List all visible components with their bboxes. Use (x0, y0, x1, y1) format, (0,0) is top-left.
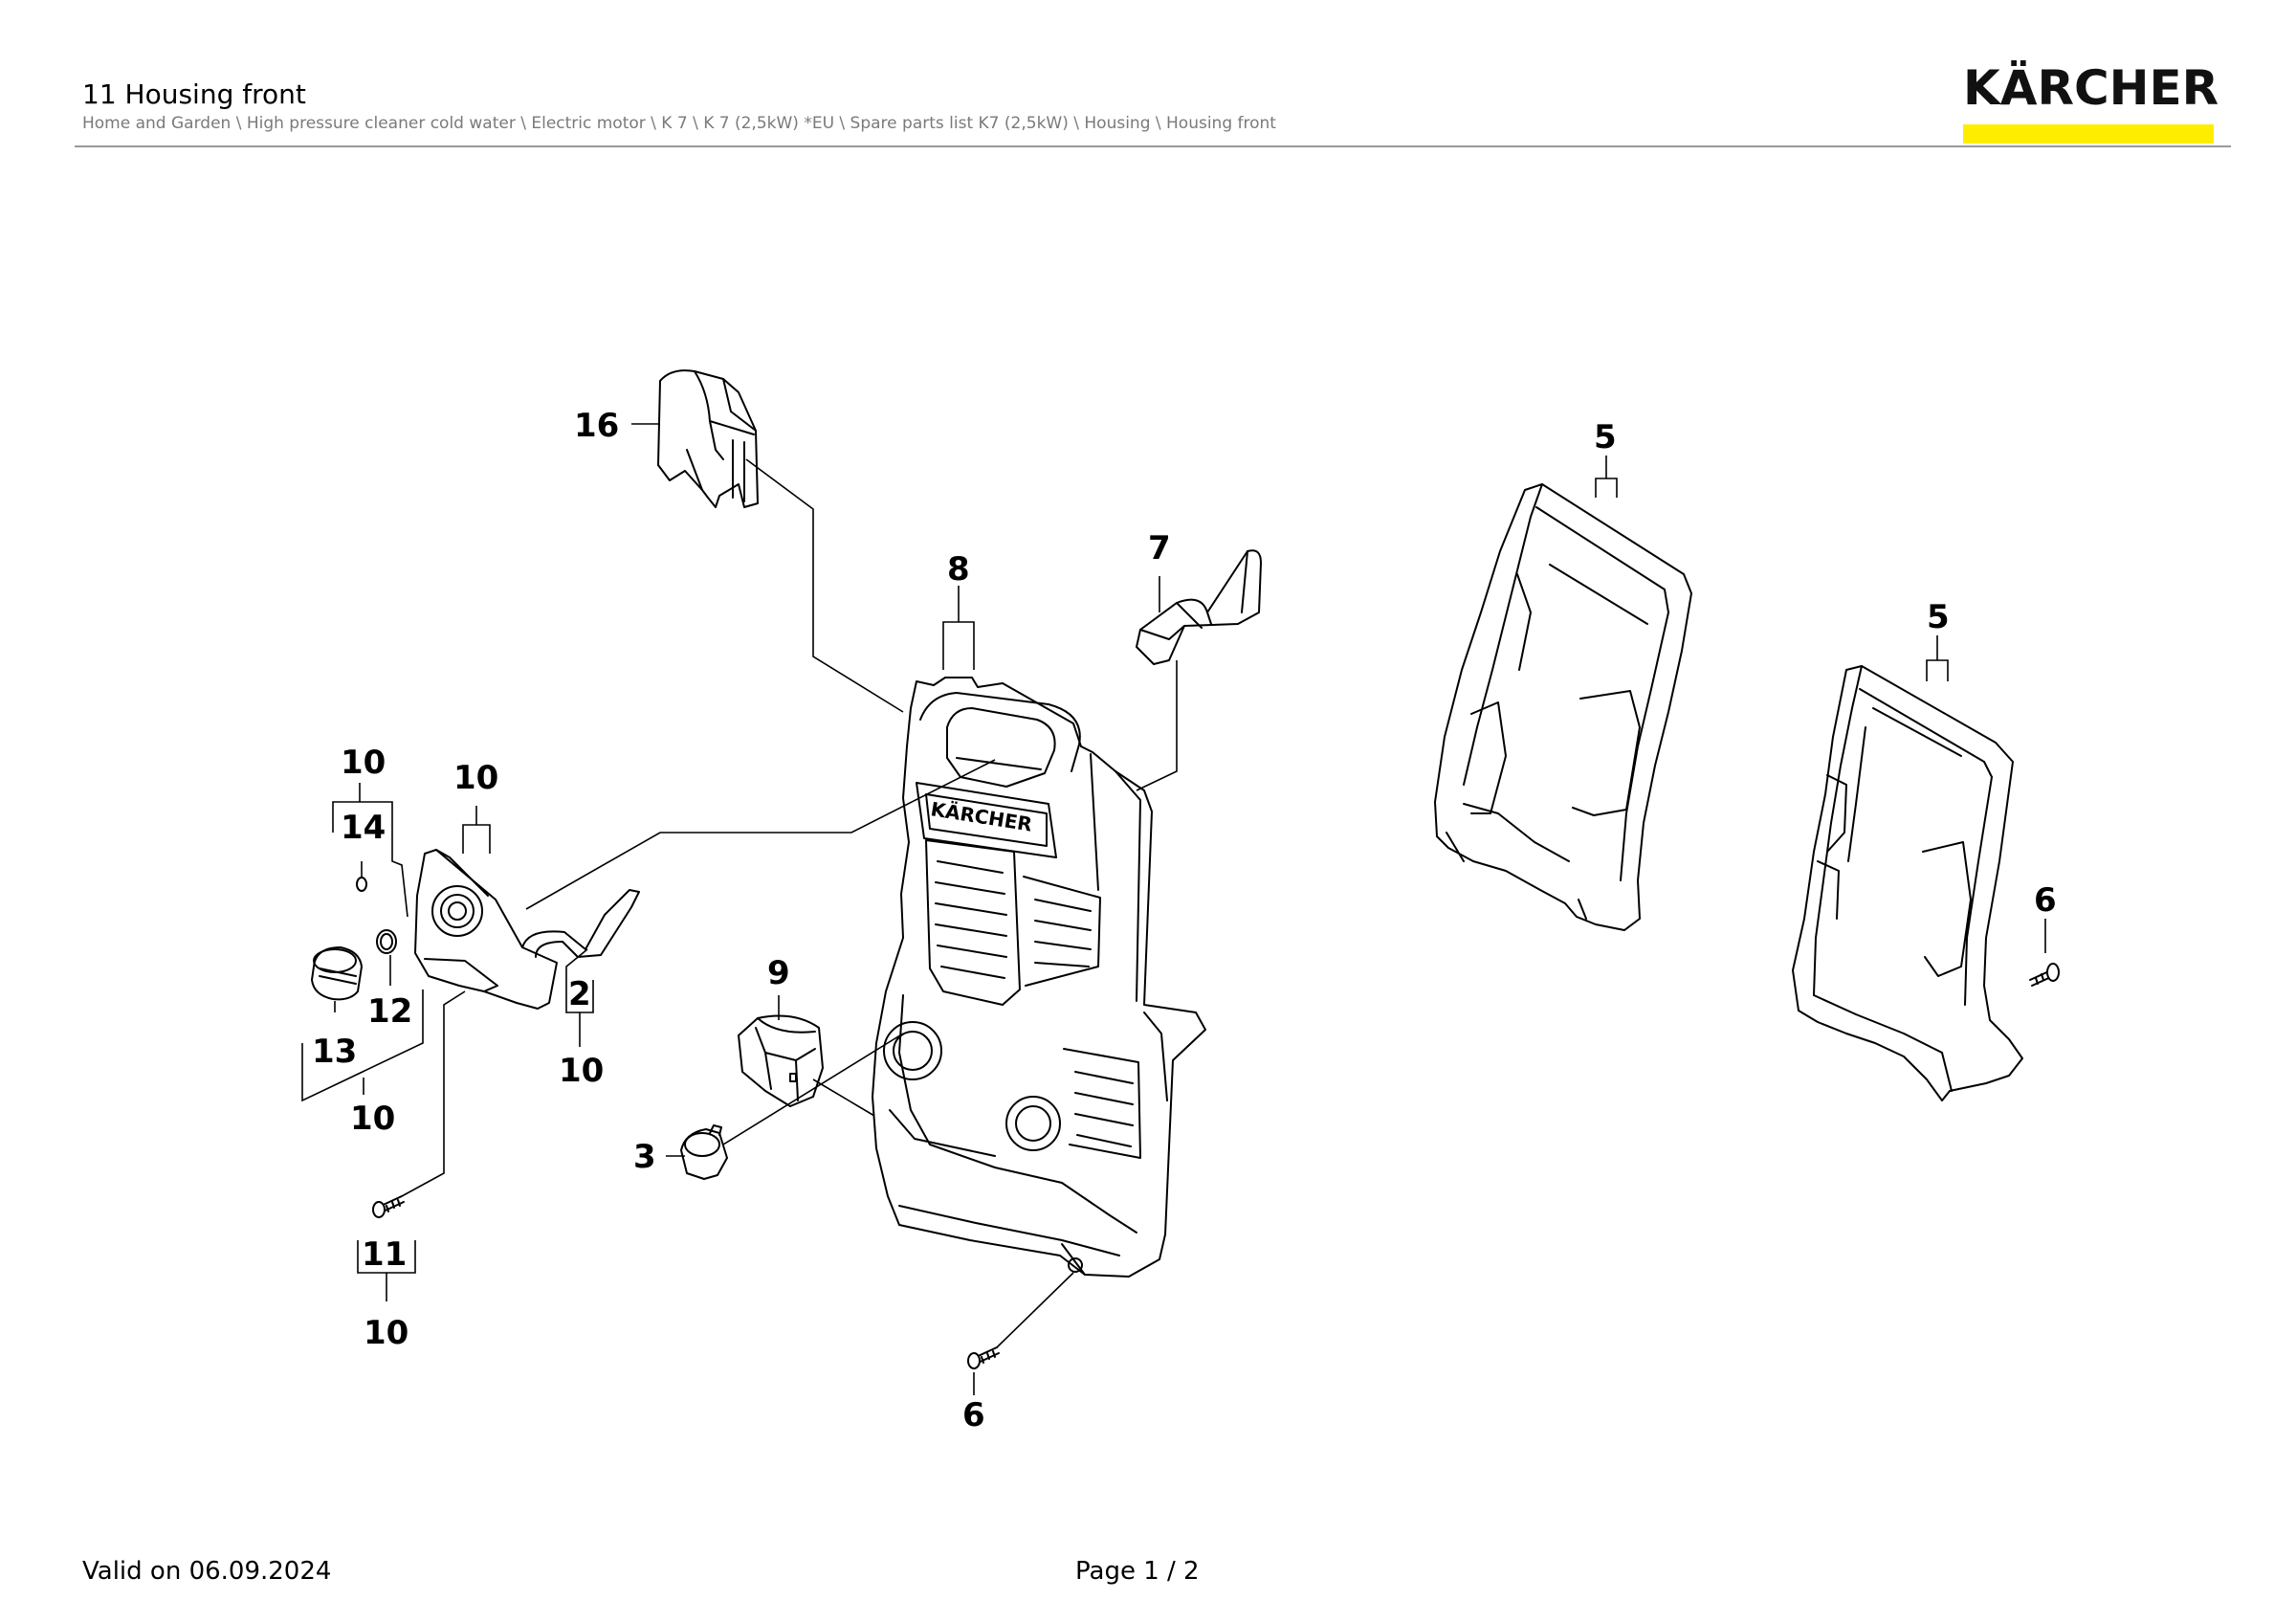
label-14: 14 (341, 809, 386, 847)
part-6-screw-center (967, 1346, 1000, 1369)
karcher-logo: KÄRCHER (1963, 60, 2219, 144)
page-title: 11 Housing front (82, 78, 306, 110)
leader-lines (301, 423, 2046, 1395)
label-10-top-left: 10 (341, 744, 386, 782)
label-8: 8 (947, 550, 970, 589)
label-6-right: 6 (2034, 881, 2057, 920)
label-7: 7 (1148, 529, 1171, 567)
valid-on-date: Valid on 06.09.2024 (82, 1557, 332, 1586)
part-11-screw (372, 1195, 405, 1218)
part-16-cover (657, 369, 759, 508)
label-12: 12 (367, 992, 412, 1031)
part-9-holder (738, 1014, 824, 1107)
label-2: 2 (568, 975, 591, 1013)
part-14-oring (356, 877, 367, 892)
label-3: 3 (633, 1138, 656, 1176)
part-5-frame-right (1792, 665, 2023, 1101)
label-9: 9 (767, 954, 790, 992)
part-3-knob-cap (680, 1124, 728, 1180)
breadcrumb: Home and Garden \ High pressure cleaner … (82, 114, 1276, 133)
label-5-left: 5 (1594, 418, 1617, 456)
label-10-lowest: 10 (364, 1314, 408, 1352)
label-10-bottom: 10 (350, 1100, 395, 1138)
page-header: 11 Housing front Home and Garden \ High … (0, 0, 2296, 153)
label-16: 16 (574, 407, 619, 445)
logo-yellow-bar (1963, 124, 2214, 144)
label-5-right: 5 (1927, 598, 1950, 636)
label-6-center: 6 (962, 1396, 985, 1434)
part-7-clip (1136, 549, 1262, 665)
part-labels: 16 8 7 5 5 6 9 3 6 10 14 10 2 10 12 13 1… (312, 407, 2057, 1434)
part-13-cap (311, 946, 363, 1001)
part-10-cover-assembly (414, 849, 640, 1010)
label-10-right: 10 (559, 1052, 604, 1090)
header-divider (75, 145, 2231, 147)
page-number: Page 1 / 2 (1075, 1557, 1200, 1586)
logo-wordmark: KÄRCHER (1963, 60, 2219, 116)
part-8-front-housing (872, 677, 1206, 1278)
label-13: 13 (312, 1033, 357, 1071)
label-11: 11 (362, 1235, 407, 1274)
part-6-screw-right (2029, 963, 2060, 987)
label-10-top-mid: 10 (453, 759, 498, 797)
part-5-frame-left (1434, 483, 1692, 931)
